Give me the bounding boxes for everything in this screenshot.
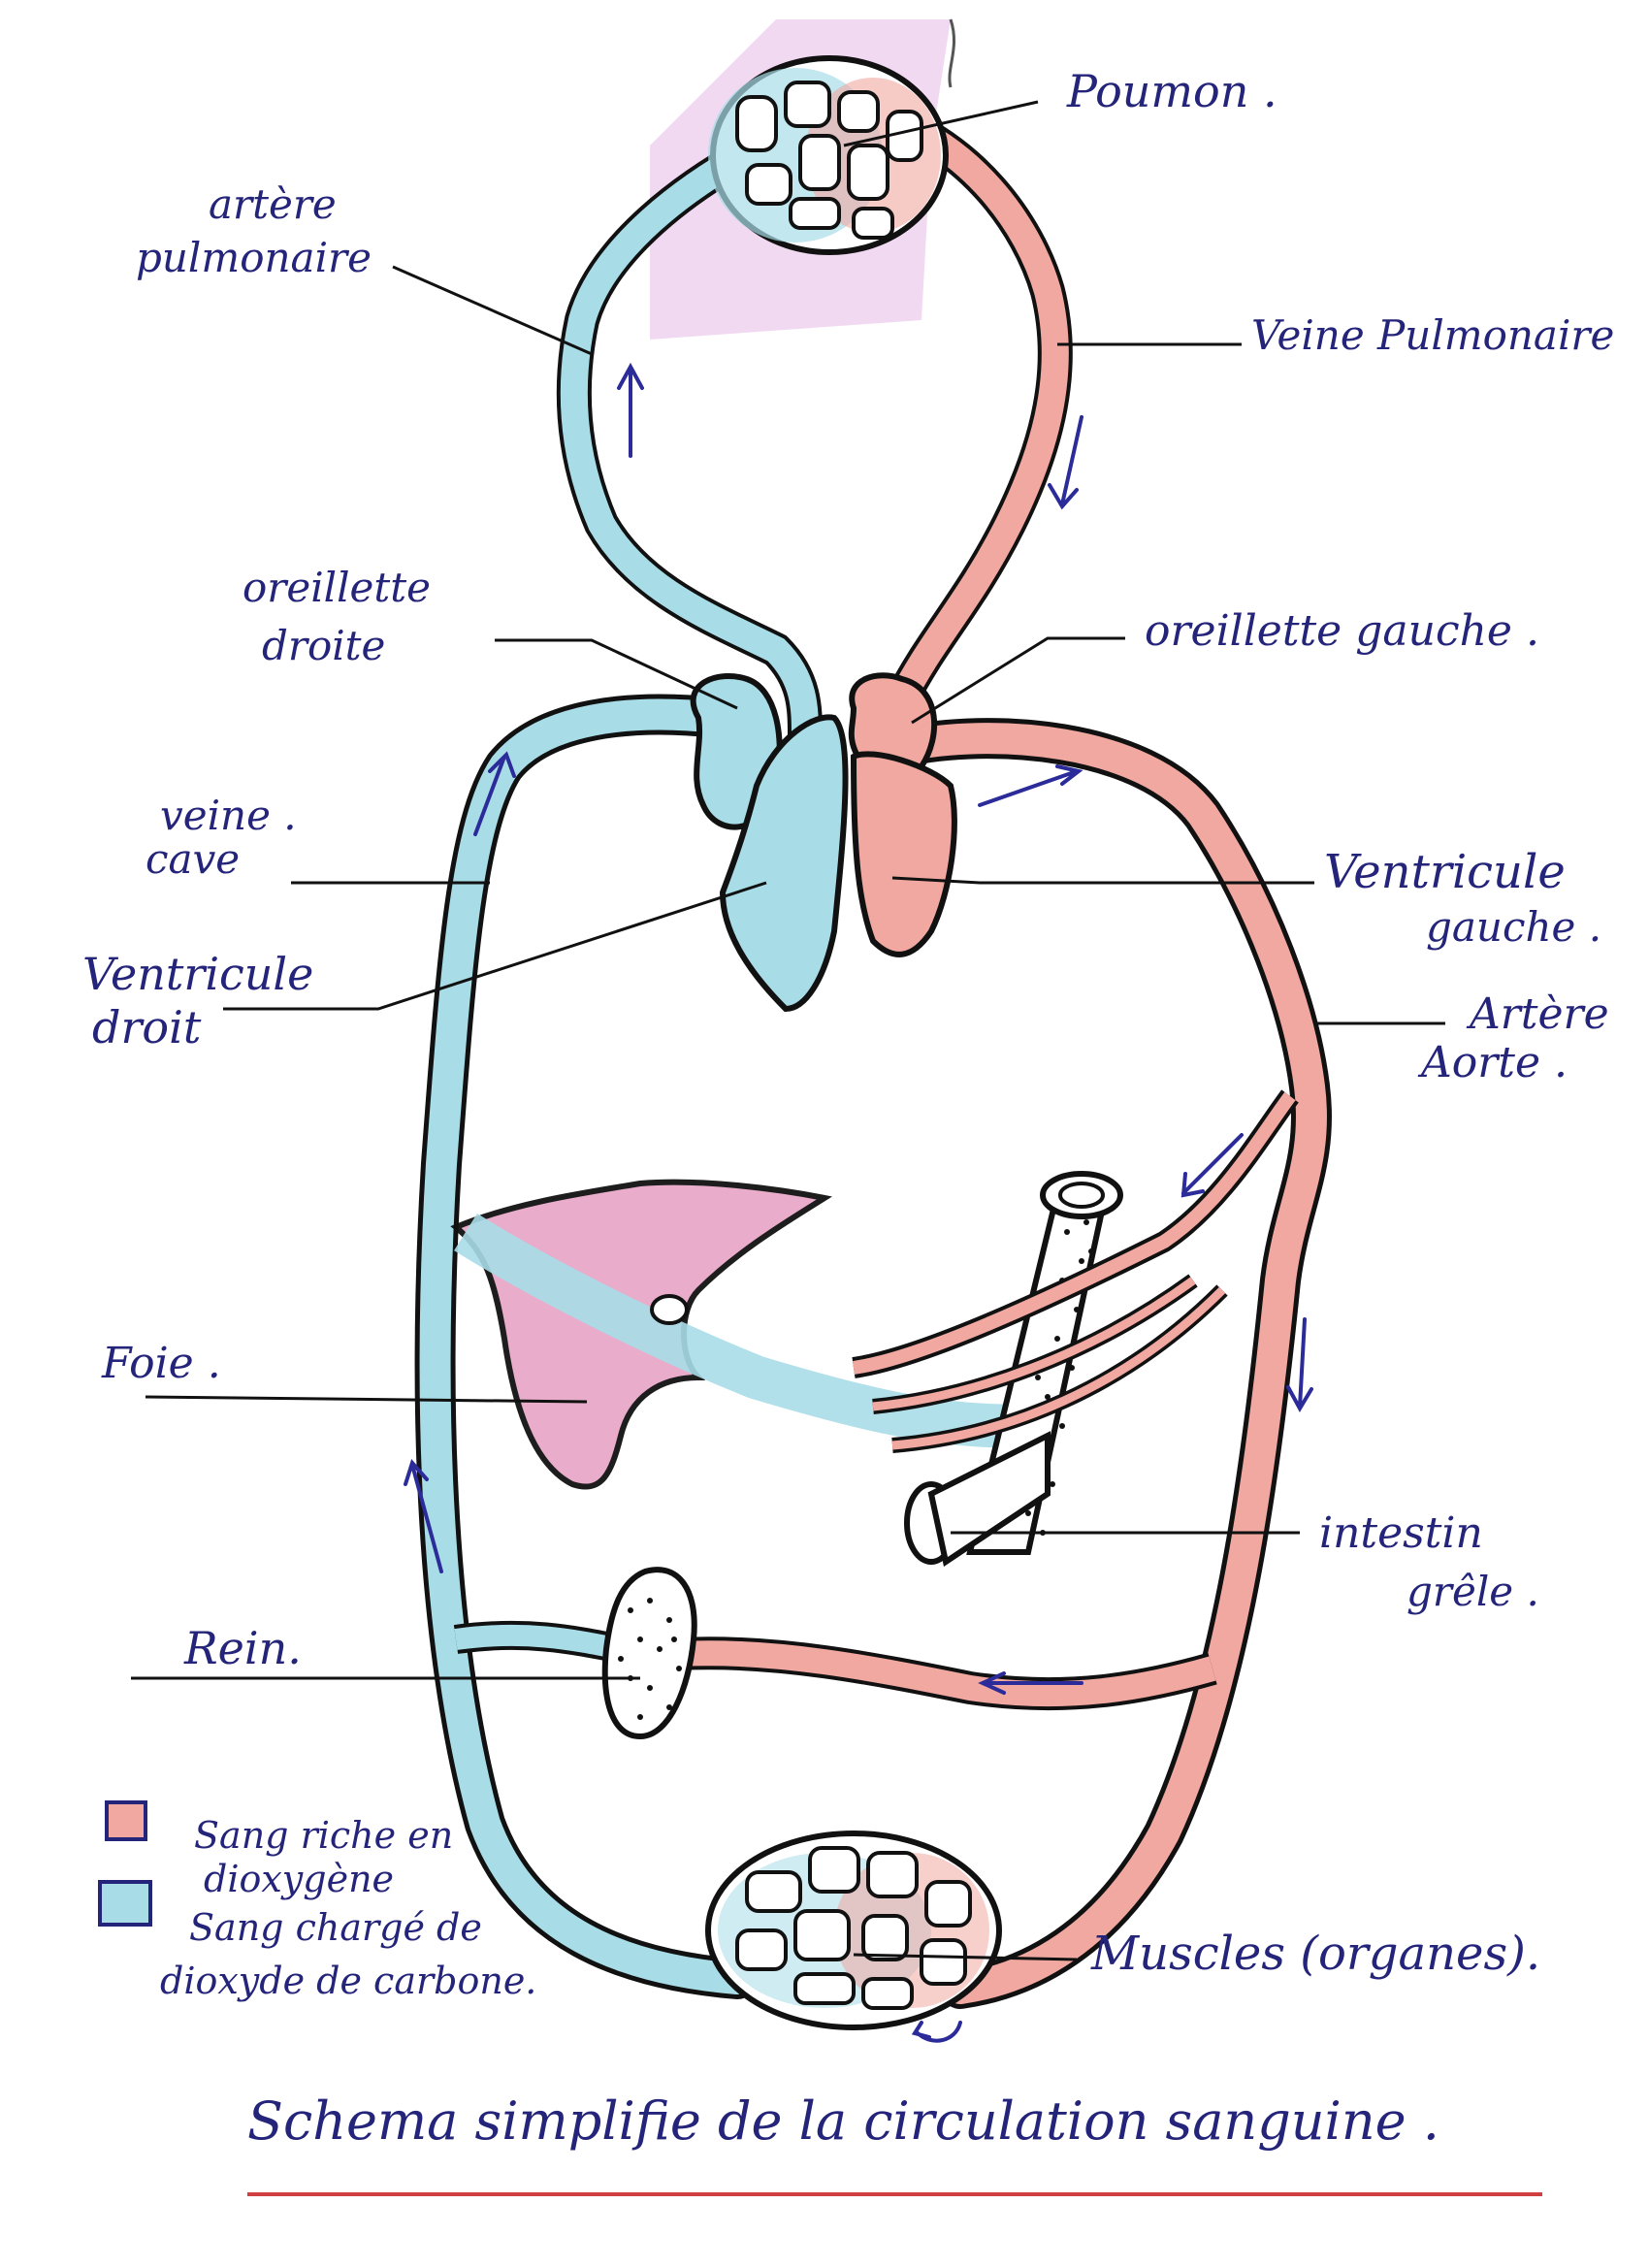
legend-swatch-oxygen bbox=[105, 1800, 147, 1841]
label-veine-cave-2: cave bbox=[146, 835, 240, 883]
muscles-organ bbox=[705, 1831, 1002, 2030]
leader-oreillette-gauche bbox=[911, 636, 1125, 725]
arrow-aorta-right bbox=[978, 764, 1083, 807]
label-foie: Foie . bbox=[101, 1339, 221, 1388]
label-oreillette-gauche: oreillette gauche . bbox=[1145, 606, 1539, 656]
label-muscles: Muscles (organes). bbox=[1090, 1927, 1540, 1981]
intestinal-vessels bbox=[852, 1089, 1299, 1453]
diagram-title: Schema simplifie de la circulation sangu… bbox=[247, 2090, 1439, 2152]
label-poumon: Poumon . bbox=[1066, 65, 1277, 117]
labels: Poumon . artère pulmonaire Veine Pulmona… bbox=[82, 65, 1614, 1981]
arrow-aorta-down bbox=[1286, 1317, 1313, 1413]
legend-swatch-co2 bbox=[98, 1880, 152, 1927]
kidney bbox=[601, 1567, 697, 1740]
label-rein: Rein. bbox=[183, 1622, 302, 1674]
label-intestin-2: grêle . bbox=[1406, 1568, 1539, 1615]
label-artere-pulmonaire-1: artère bbox=[209, 180, 337, 228]
label-oreillette-droite-1: oreillette bbox=[242, 564, 431, 611]
leader-muscles bbox=[853, 1953, 1078, 1961]
legend-oxygen-2: dioxygène bbox=[204, 1858, 394, 1900]
legend-co2-2: dioxyde de carbone. bbox=[160, 1960, 536, 2002]
label-artere-pulmonaire-2: pulmonaire bbox=[136, 234, 372, 281]
leader-ventricule-gauche bbox=[891, 876, 1314, 885]
arrow-pulmonary-up bbox=[617, 362, 644, 458]
arrow-vena-cava-up bbox=[473, 751, 516, 836]
vena-cava bbox=[414, 694, 758, 1999]
title-group: Schema simplifie de la circulation sangu… bbox=[247, 2090, 1542, 2196]
label-artere-aorte-2: Aorte . bbox=[1417, 1038, 1568, 1087]
leader-foie bbox=[145, 1395, 588, 1404]
legend-oxygen-1: Sang riche en bbox=[194, 1814, 453, 1857]
pulmonary-artery bbox=[556, 113, 823, 755]
heart bbox=[690, 672, 957, 1013]
label-ventricule-droit-2: droit bbox=[92, 1001, 202, 1053]
label-ventricule-gauche-1: Ventricule bbox=[1324, 845, 1566, 899]
label-veine-cave-1: veine . bbox=[160, 792, 297, 839]
liver bbox=[450, 1179, 1010, 1490]
arrow-aorta-branch bbox=[1180, 1133, 1244, 1198]
arrow-muscle bbox=[911, 2021, 962, 2043]
leader-poumon bbox=[843, 100, 1039, 147]
leader-ventricule-droit bbox=[223, 881, 767, 1011]
flow-arrows bbox=[404, 362, 1313, 2043]
label-ventricule-gauche-2: gauche . bbox=[1426, 903, 1601, 951]
label-intestin-1: intestin bbox=[1319, 1508, 1483, 1558]
left-ventricle bbox=[850, 751, 957, 957]
legend-co2-1: Sang chargé de bbox=[189, 1906, 482, 1949]
arrow-vena-cava-lower-up bbox=[404, 1459, 443, 1573]
label-artere-aorte-1: Artère bbox=[1466, 989, 1609, 1039]
leader-lines bbox=[131, 100, 1445, 1961]
label-oreillette-droite-2: droite bbox=[262, 622, 385, 669]
label-ventricule-droit-1: Ventricule bbox=[82, 948, 313, 1000]
right-ventricle bbox=[719, 714, 849, 1013]
pulmonary-vein bbox=[865, 99, 1073, 716]
legend: Sang riche en dioxygène Sang chargé de d… bbox=[98, 1800, 536, 2002]
arrow-renal-left bbox=[978, 1671, 1083, 1695]
leader-artere-pulmonaire bbox=[392, 265, 593, 356]
label-veine-pulmonaire: Veine Pulmonaire bbox=[1251, 311, 1614, 359]
aorta bbox=[882, 718, 1333, 2009]
arrow-pulmonary-down bbox=[1048, 415, 1083, 510]
lung-organ bbox=[708, 55, 949, 255]
kidney-vessels bbox=[453, 1620, 1217, 1711]
leader-oreillette-droite bbox=[495, 638, 738, 710]
